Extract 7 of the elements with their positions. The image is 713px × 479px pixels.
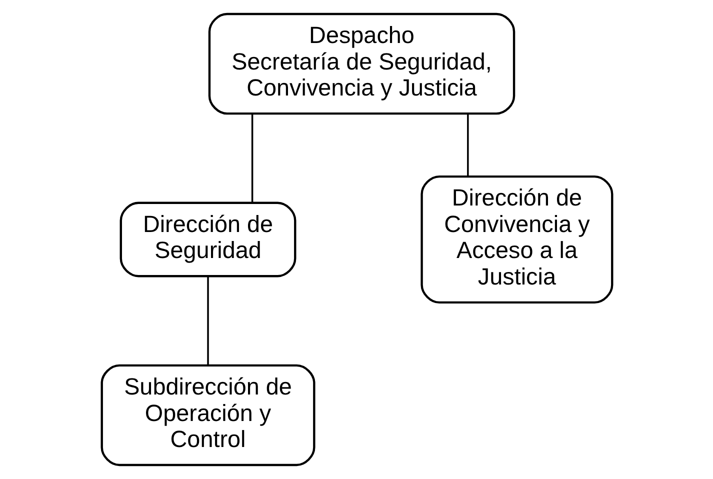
node-box: Despacho Secretaría de Seguridad, Convivencia y Justicia — [208, 12, 515, 115]
connector — [466, 114, 468, 176]
connector — [250, 114, 253, 202]
node-box: Subdirección de Operación y Control — [100, 364, 315, 466]
connector — [206, 276, 208, 366]
node-box: Dirección de Seguridad — [119, 202, 296, 278]
node-box: Dirección de Convivencia y Acceso a la Justicia — [420, 175, 613, 304]
